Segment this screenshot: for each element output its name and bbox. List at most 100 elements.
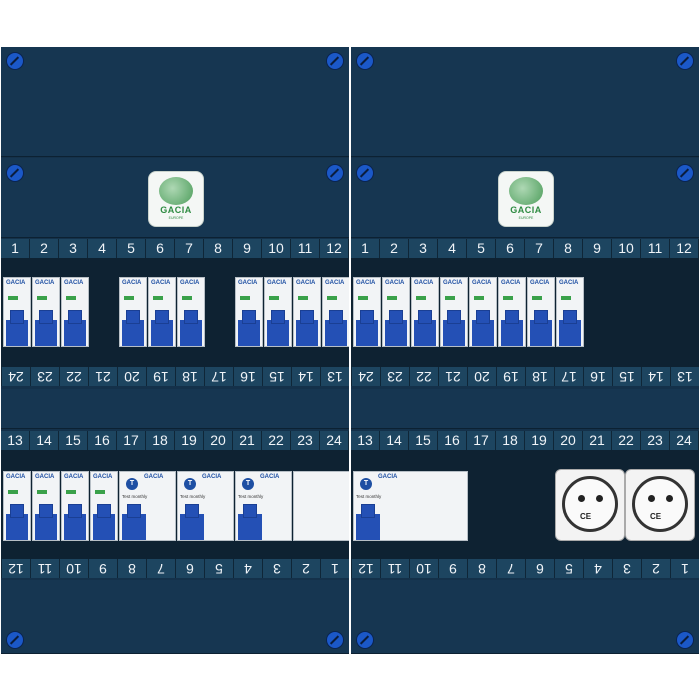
- breaker-handle[interactable]: [180, 310, 202, 346]
- breaker-handle[interactable]: [6, 504, 28, 540]
- strip-label: 21: [88, 367, 117, 386]
- circuit-breaker[interactable]: GACIA: [90, 471, 118, 541]
- breaker-handle[interactable]: [385, 310, 407, 346]
- rcd-handle[interactable]: [356, 504, 380, 540]
- brand-sub: EUROPE: [168, 216, 184, 220]
- breaker-handle[interactable]: [64, 310, 86, 346]
- breaker-handle[interactable]: [64, 504, 86, 540]
- circuit-breaker[interactable]: GACIA: [177, 277, 205, 347]
- brand-name: GACIA: [510, 205, 542, 215]
- test-button[interactable]: T: [360, 478, 372, 490]
- strip-label: 14: [380, 431, 409, 450]
- screw-icon[interactable]: [326, 164, 344, 182]
- circuit-breaker[interactable]: GACIA: [411, 277, 439, 347]
- strip-label: 2: [380, 239, 409, 258]
- screw-icon[interactable]: [326, 631, 344, 649]
- breaker-brand: GACIA: [414, 280, 434, 286]
- circuit-breaker[interactable]: GACIA: [3, 277, 31, 347]
- status-tag: [124, 296, 134, 300]
- strip-label: 1: [670, 559, 699, 578]
- circuit-breaker[interactable]: GACIA: [469, 277, 497, 347]
- circuit-breaker[interactable]: GACIA: [353, 277, 381, 347]
- strip-label: 4: [233, 559, 262, 578]
- rcd-handle[interactable]: [180, 504, 204, 540]
- status-tag: [503, 296, 513, 300]
- circuit-breaker[interactable]: GACIA: [61, 471, 89, 541]
- breaker-handle[interactable]: [151, 310, 173, 346]
- power-socket[interactable]: CE: [555, 469, 625, 541]
- test-button[interactable]: T: [242, 478, 254, 490]
- power-socket[interactable]: CE: [625, 469, 695, 541]
- status-tag: [298, 296, 308, 300]
- screw-icon[interactable]: [676, 631, 694, 649]
- strip-label: 11: [380, 559, 409, 578]
- breaker-handle[interactable]: [35, 504, 57, 540]
- strip-label: 18: [146, 431, 175, 450]
- circuit-breaker[interactable]: GACIA: [32, 277, 60, 347]
- circuit-breaker[interactable]: GACIA: [119, 277, 147, 347]
- strip-label: 23: [30, 367, 59, 386]
- circuit-breaker[interactable]: GACIA: [440, 277, 468, 347]
- breaker-handle[interactable]: [325, 310, 347, 346]
- screw-icon[interactable]: [6, 631, 24, 649]
- screw-icon[interactable]: [326, 52, 344, 70]
- circuit-breaker[interactable]: GACIA: [322, 277, 349, 347]
- screw-icon[interactable]: [6, 52, 24, 70]
- screw-icon[interactable]: [356, 631, 374, 649]
- strip-label: 9: [583, 239, 612, 258]
- breaker-handle[interactable]: [267, 310, 289, 346]
- circuit-breaker[interactable]: GACIA: [235, 277, 263, 347]
- status-tag: [416, 296, 426, 300]
- breaker-handle[interactable]: [414, 310, 436, 346]
- circuit-breaker[interactable]: GACIA: [61, 277, 89, 347]
- test-button[interactable]: T: [184, 478, 196, 490]
- breaker-handle[interactable]: [122, 310, 144, 346]
- breaker-handle[interactable]: [501, 310, 523, 346]
- breaker-handle[interactable]: [6, 310, 28, 346]
- screw-icon[interactable]: [676, 164, 694, 182]
- circuit-breaker[interactable]: GACIA: [498, 277, 526, 347]
- circuit-breaker[interactable]: GACIA: [556, 277, 584, 347]
- screw-icon[interactable]: [356, 52, 374, 70]
- status-tag: [269, 296, 279, 300]
- rcd-handle[interactable]: [122, 504, 146, 540]
- surge-protector[interactable]: [293, 471, 349, 541]
- strip-label: 14: [30, 431, 59, 450]
- screw-icon[interactable]: [676, 52, 694, 70]
- globe-icon: [509, 177, 543, 205]
- circuit-breaker[interactable]: GACIA: [264, 277, 292, 347]
- strip-label: 24: [351, 367, 380, 386]
- breaker-handle[interactable]: [356, 310, 378, 346]
- bottom-cover: [1, 580, 349, 654]
- screw-icon[interactable]: [6, 164, 24, 182]
- breaker-handle[interactable]: [530, 310, 552, 346]
- strip-label: 11: [30, 559, 59, 578]
- breaker-handle[interactable]: [93, 504, 115, 540]
- strip-label: 24: [1, 367, 30, 386]
- strip-label: 24: [670, 431, 699, 450]
- circuit-breaker[interactable]: GACIA: [148, 277, 176, 347]
- circuit-breaker[interactable]: GACIA: [293, 277, 321, 347]
- rcd-handle[interactable]: [238, 504, 262, 540]
- circuit-breaker[interactable]: GACIA: [32, 471, 60, 541]
- circuit-breaker[interactable]: GACIA: [527, 277, 555, 347]
- screw-icon[interactable]: [356, 164, 374, 182]
- breaker-handle[interactable]: [472, 310, 494, 346]
- breaker-handle[interactable]: [443, 310, 465, 346]
- breaker-handle[interactable]: [238, 310, 260, 346]
- test-button[interactable]: T: [126, 478, 138, 490]
- circuit-breaker[interactable]: GACIA: [3, 471, 31, 541]
- breaker-handle[interactable]: [296, 310, 318, 346]
- strip-label: 2: [291, 559, 320, 578]
- circuit-breaker[interactable]: GACIA: [382, 277, 410, 347]
- strip-label: 3: [59, 239, 88, 258]
- breaker-handle[interactable]: [35, 310, 57, 346]
- breaker-handle[interactable]: [559, 310, 581, 346]
